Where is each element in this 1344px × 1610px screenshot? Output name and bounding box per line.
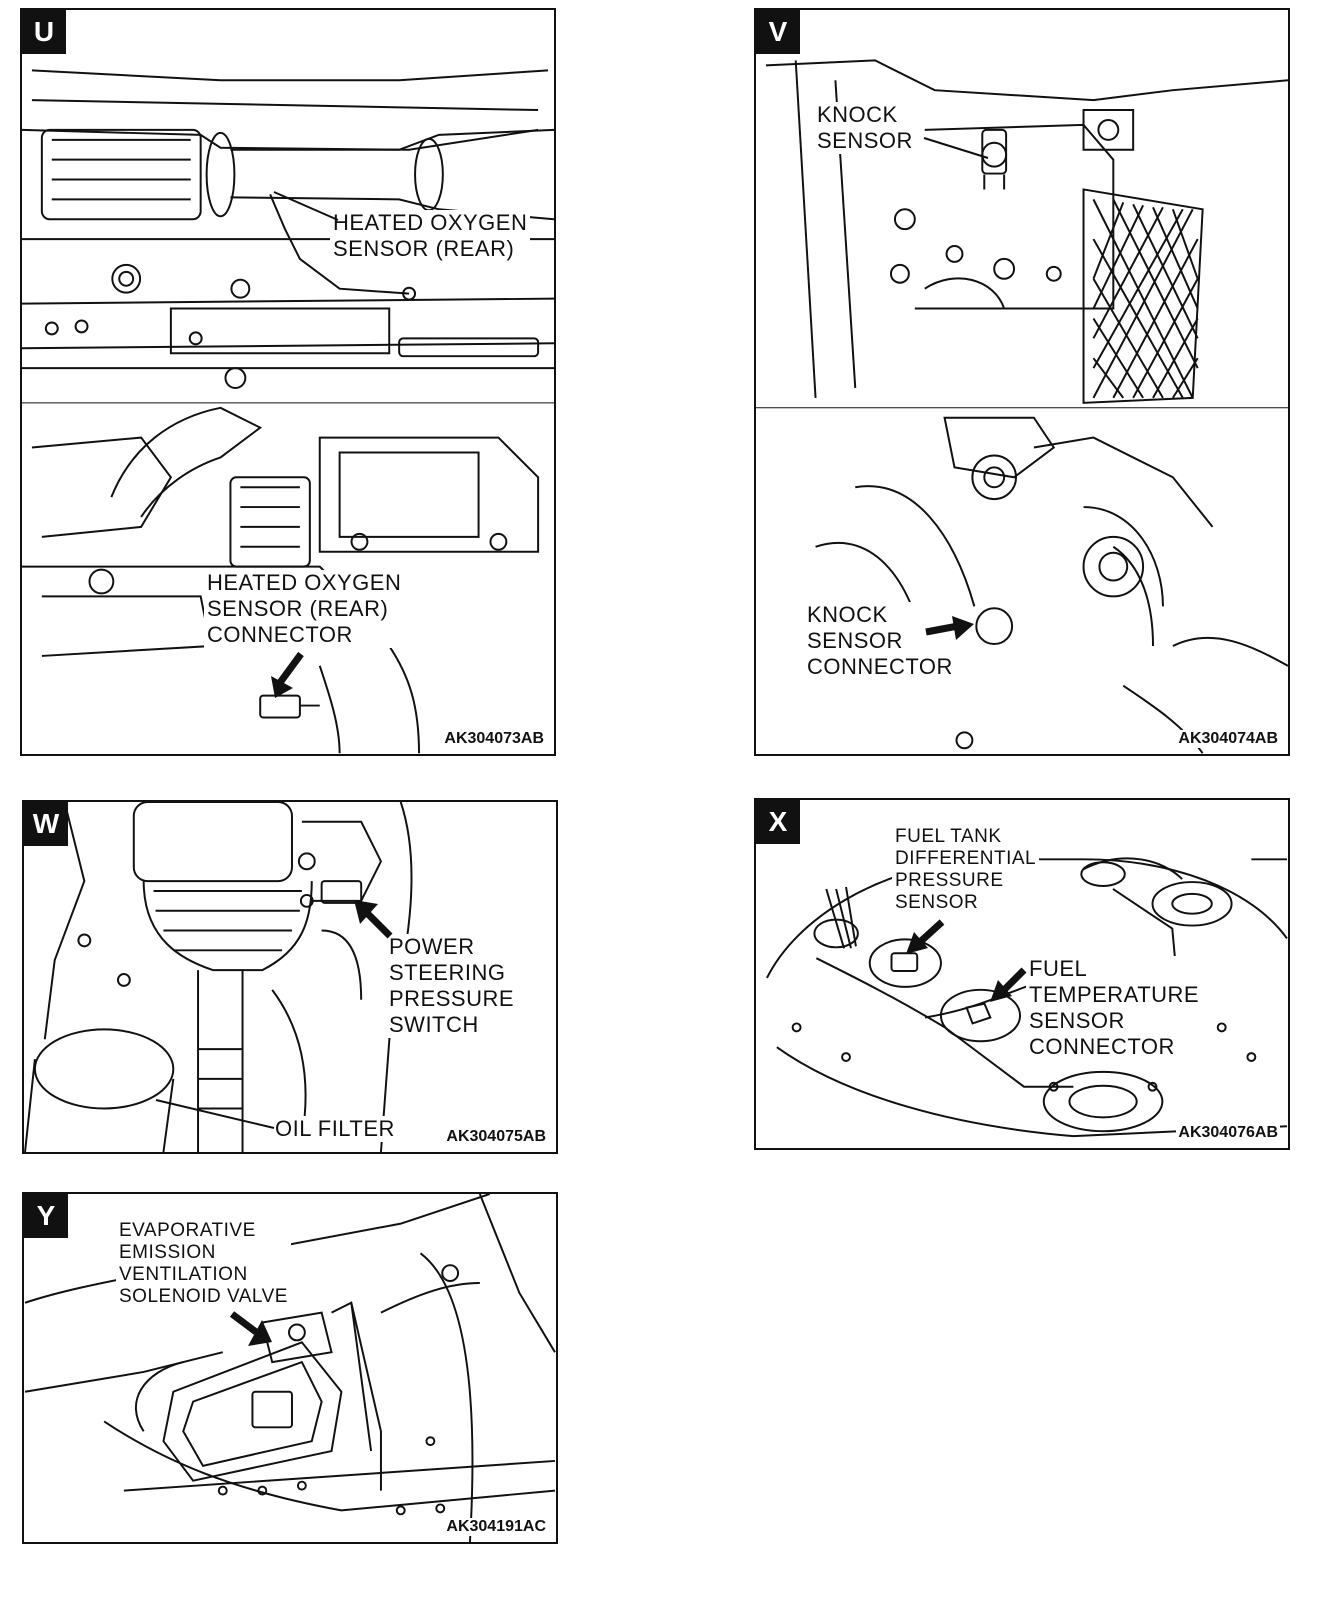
panel-y-illustration bbox=[24, 1194, 556, 1542]
fuel-temperature-sensor-connector-label: FUEL TEMPERATURE SENSOR CONNECTOR bbox=[1026, 956, 1203, 1060]
panel-u-badge: U bbox=[22, 10, 66, 54]
leader-line bbox=[155, 1099, 275, 1129]
panel-w-badge: W bbox=[24, 802, 68, 846]
panel-x: X FUEL TANK DIFFERENTIAL PRESSURE SENSOR… bbox=[754, 798, 1290, 1150]
figure-code: AK304191AC bbox=[444, 1518, 548, 1536]
figure-code: AK304073AB bbox=[442, 730, 546, 748]
arrow-icon bbox=[906, 919, 945, 954]
figure-code: AK304076AB bbox=[1176, 1124, 1280, 1142]
oil-filter-label: OIL FILTER bbox=[272, 1116, 398, 1142]
figure-code: AK304075AB bbox=[444, 1128, 548, 1146]
panel-v: V KNOCK SENSOR KNOCK SENSOR CONNECTOR AK… bbox=[754, 8, 1290, 756]
arrow-icon bbox=[229, 1311, 272, 1346]
heated-oxygen-sensor-rear-connector-label: HEATED OXYGEN SENSOR (REAR) CONNECTOR bbox=[204, 570, 405, 648]
fuel-tank-differential-pressure-sensor-label: FUEL TANK DIFFERENTIAL PRESSURE SENSOR bbox=[892, 826, 1040, 914]
panel-x-badge: X bbox=[756, 800, 800, 844]
power-steering-pressure-switch-label: POWER STEERING PRESSURE SWITCH bbox=[386, 934, 518, 1038]
leader-line bbox=[273, 191, 339, 221]
evaporative-emission-ventilation-solenoid-valve-label: EVAPORATIVE EMISSION VENTILATION SOLENOI… bbox=[116, 1220, 291, 1308]
knock-sensor-connector-label: KNOCK SENSOR CONNECTOR bbox=[804, 602, 956, 680]
panel-v-badge: V bbox=[756, 10, 800, 54]
leader-line bbox=[923, 137, 989, 159]
arrow-icon bbox=[990, 967, 1027, 1002]
panel-y-badge: Y bbox=[24, 1194, 68, 1238]
panel-y: Y EVAPORATIVE EMISSION VENTILATION SOLEN… bbox=[22, 1192, 558, 1544]
figure-code: AK304074AB bbox=[1176, 730, 1280, 748]
panel-u: U HEATED OXYGEN SENSOR (REAR) HEATED OXY… bbox=[20, 8, 556, 756]
panel-w: W POWER STEERING PRESSURE SWITCH OIL FIL… bbox=[22, 800, 558, 1154]
panel-w-illustration bbox=[24, 802, 413, 1152]
arrow-icon bbox=[354, 900, 393, 939]
arrow-icon bbox=[925, 616, 974, 640]
knock-sensor-label: KNOCK SENSOR bbox=[814, 102, 916, 154]
heated-oxygen-sensor-rear-label: HEATED OXYGEN SENSOR (REAR) bbox=[330, 210, 531, 262]
arrow-icon bbox=[271, 651, 304, 698]
